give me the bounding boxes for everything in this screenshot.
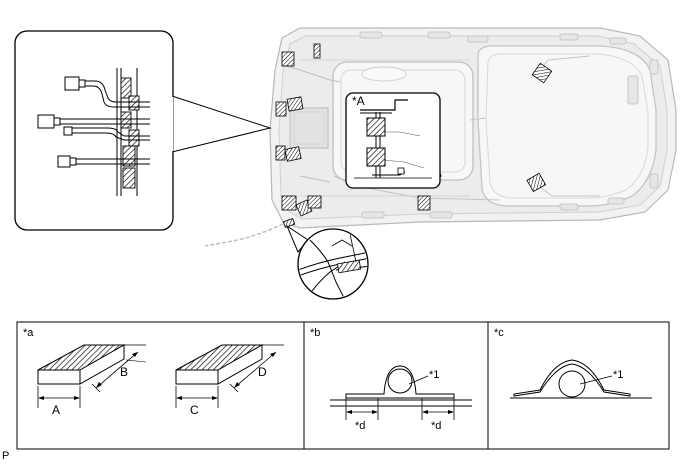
panel-a-drawings	[37, 344, 284, 408]
panel-b-drawings	[330, 365, 472, 420]
left-detail-callout	[14, 30, 272, 231]
panel-b-dimension-left: *d	[355, 420, 366, 432]
panel-b-tag: *b	[310, 327, 321, 339]
dimension-label-d: D	[258, 365, 267, 379]
panel-c-drawings	[510, 359, 652, 399]
figure-code: P	[2, 450, 10, 462]
panel-c-callout: *1	[613, 369, 624, 381]
panel-b-callout: *1	[429, 369, 440, 381]
panel-b-dimension-right: *d	[431, 420, 442, 432]
dimension-label-c: C	[190, 403, 199, 417]
dimension-label-b: B	[120, 365, 129, 379]
zoom-detail-a	[345, 92, 442, 189]
zoom-label-a: *A	[352, 94, 365, 108]
panel-c-tag: *c	[494, 327, 504, 339]
dimension-label-a: A	[52, 403, 61, 417]
panel-a-tag: *a	[23, 327, 34, 339]
circular-detail	[285, 224, 369, 300]
tape-markers	[275, 43, 553, 229]
